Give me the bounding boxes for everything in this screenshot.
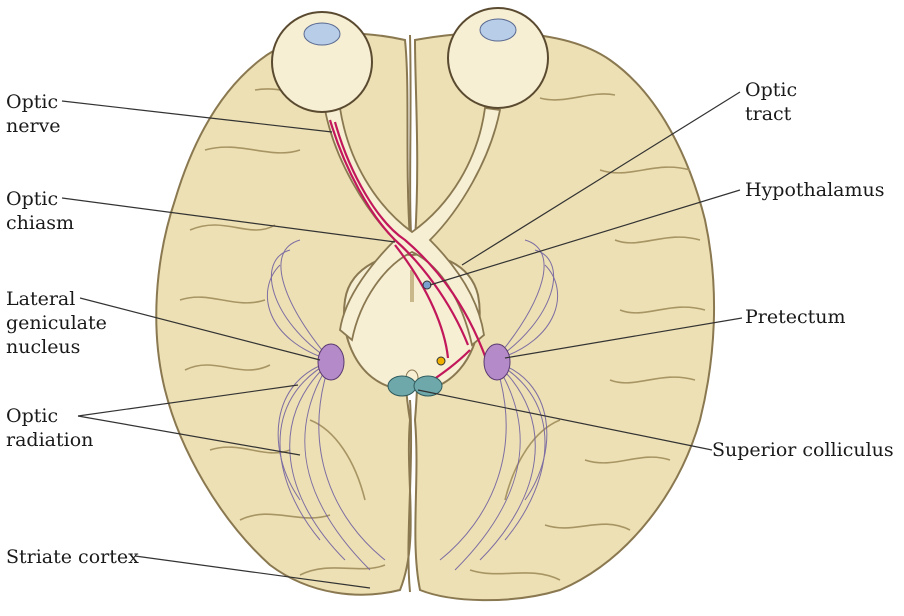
left-superior-colliculus: [387, 375, 417, 397]
optic-nerves-and-tracts: [323, 106, 502, 347]
pretectum-dot: [436, 356, 446, 366]
label-hypothalamus: Hypothalamus: [745, 179, 885, 201]
hypothalamus-dot: [422, 280, 432, 290]
sulci: [179, 88, 706, 581]
right-superior-colliculus: [413, 375, 443, 397]
label-striate-cortex: Striate cortex: [6, 546, 139, 568]
label-pretectum: Pretectum: [745, 306, 846, 328]
red-pathway-arrows: [328, 119, 492, 383]
label-optic-nerve: Optic nerve: [6, 91, 61, 137]
right-lens: [479, 18, 517, 42]
right-lgn: [483, 343, 511, 381]
label-optic-tract: Optic tract: [745, 79, 798, 125]
leader-lines: [61, 91, 743, 589]
left-lens: [303, 22, 341, 46]
label-lateral-geniculate-nucleus: Lateral geniculate nucleus: [6, 288, 107, 358]
optic-radiation-fibers: [266, 239, 559, 571]
label-superior-colliculus: Superior colliculus: [712, 439, 894, 461]
left-lgn: [317, 343, 345, 381]
left-eye: [271, 11, 373, 113]
pituitary-stalk: [410, 270, 414, 302]
visual-pathway: [271, 7, 549, 397]
label-optic-chiasm: Optic chiasm: [6, 188, 75, 234]
brain: [155, 31, 716, 602]
right-eye: [447, 7, 549, 109]
label-optic-radiation: Optic radiation: [6, 405, 94, 451]
